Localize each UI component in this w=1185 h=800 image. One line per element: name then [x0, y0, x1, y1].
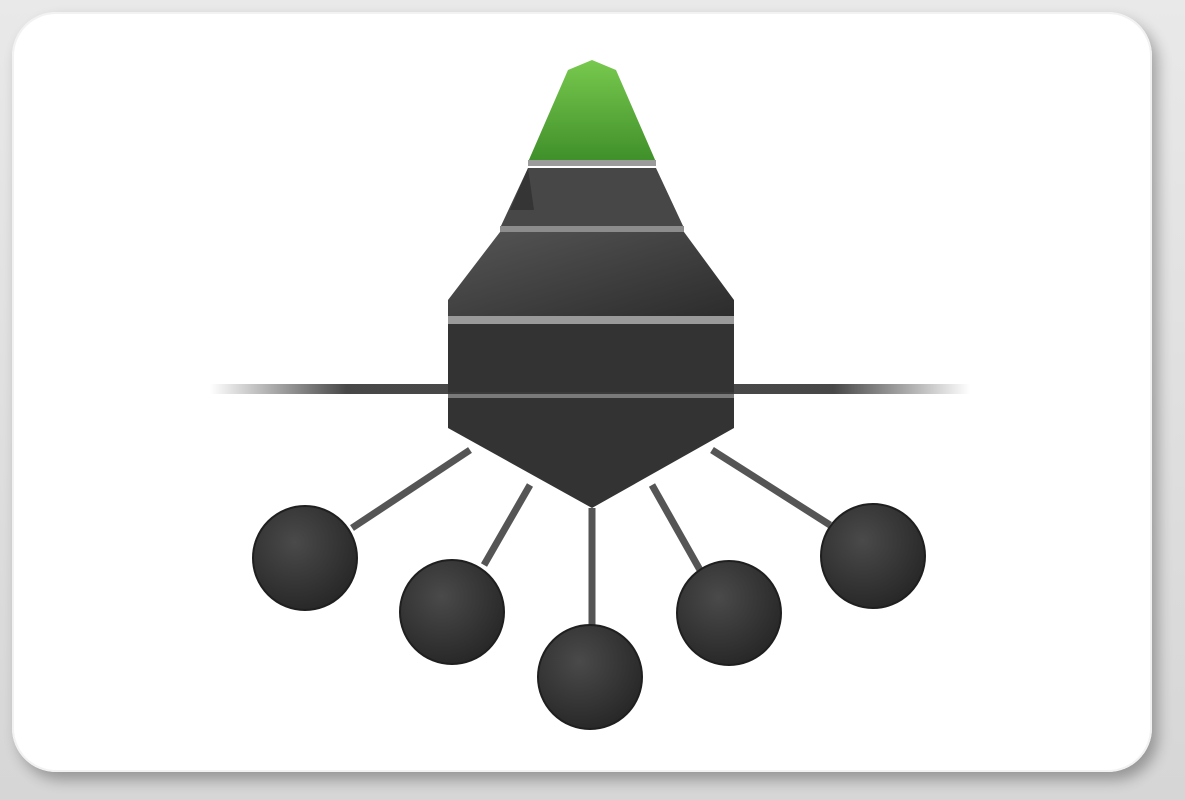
connector-2 — [480, 483, 534, 567]
iceberg-tier-3 — [448, 232, 734, 318]
waterline — [210, 384, 970, 394]
node-2 — [399, 559, 505, 665]
node-4-circle — [676, 560, 782, 666]
connector-4 — [648, 483, 704, 572]
nodes — [252, 503, 926, 730]
tier-divider-3 — [448, 316, 734, 324]
node-4 — [676, 560, 782, 666]
tier-divider-1 — [528, 160, 656, 166]
node-5-circle — [820, 503, 926, 609]
node-3-circle — [537, 624, 643, 730]
iceberg-tier-2 — [500, 168, 684, 228]
tier-divider-2 — [500, 226, 684, 232]
tier-divider-4 — [448, 392, 734, 398]
node-3 — [537, 624, 643, 730]
tier-2-shadow — [510, 168, 534, 210]
iceberg-tier-1 — [528, 60, 656, 162]
connectors — [350, 447, 832, 628]
connector-5 — [710, 447, 832, 528]
node-5 — [820, 503, 926, 609]
node-1 — [252, 505, 358, 611]
node-1-circle — [252, 505, 358, 611]
iceberg — [448, 60, 734, 508]
iceberg-tier-4 — [448, 322, 734, 508]
node-2-circle — [399, 559, 505, 665]
connector-1 — [350, 447, 472, 531]
